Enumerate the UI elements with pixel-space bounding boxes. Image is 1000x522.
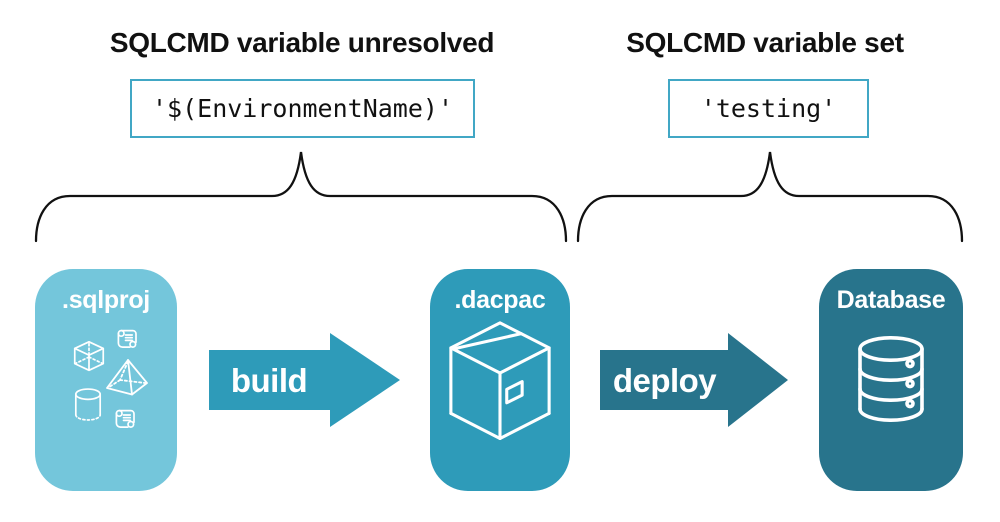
stage-sqlproj-label: .sqlproj <box>62 286 150 314</box>
script-scroll-icon <box>115 409 135 428</box>
title-sqlcmd-unresolved: SQLCMD variable unresolved <box>109 27 495 58</box>
stage-dacpac-label: .dacpac <box>454 286 546 314</box>
build-arrow <box>209 333 400 427</box>
left-brace <box>34 151 568 243</box>
deploy-arrow-label: deploy <box>612 362 717 399</box>
stage-database-label: Database <box>836 286 946 314</box>
code-box-unresolved: '$(EnvironmentName)' <box>130 79 475 138</box>
cylinder-icon <box>74 388 102 421</box>
stage-dacpac: .dacpac <box>430 269 570 491</box>
cube-icon <box>73 340 105 372</box>
code-value-set: 'testing' <box>700 94 837 123</box>
pyramid-icon <box>106 359 148 396</box>
build-arrow-label: build <box>230 362 308 399</box>
right-brace <box>576 151 964 243</box>
stage-database: Database <box>819 269 963 491</box>
code-value-unresolved: '$(EnvironmentName)' <box>151 94 454 123</box>
stage-sqlproj: .sqlproj <box>35 269 177 491</box>
package-icon <box>449 321 551 440</box>
script-scroll-icon <box>117 329 137 348</box>
database-icon <box>858 336 924 422</box>
code-box-set: 'testing' <box>668 79 869 138</box>
deploy-arrow <box>600 333 788 427</box>
title-sqlcmd-set: SQLCMD variable set <box>626 27 904 58</box>
